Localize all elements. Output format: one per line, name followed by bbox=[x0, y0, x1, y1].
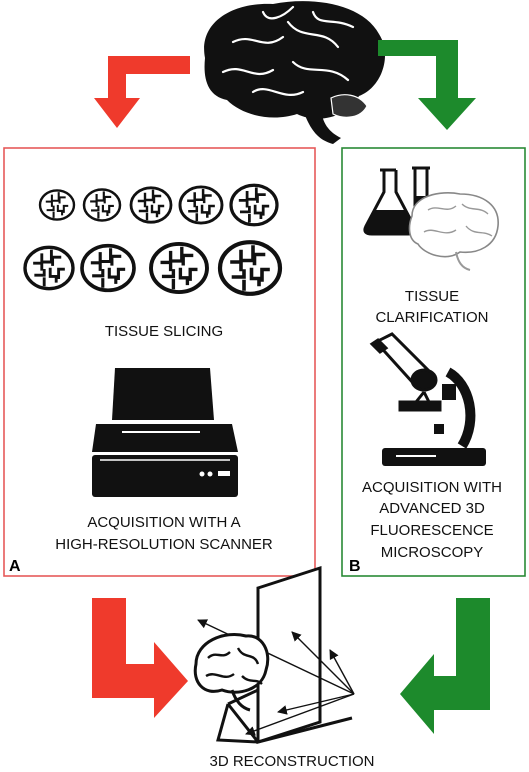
panel-b-frame bbox=[341, 147, 526, 577]
panel-b-step2-line4: MICROSCOPY bbox=[381, 544, 484, 561]
panel-a-step2-line2: HIGH-RESOLUTION SCANNER bbox=[55, 536, 273, 553]
panel-b-step2-line1: ACQUISITION WITH bbox=[362, 479, 502, 496]
clear-brain-icon bbox=[408, 192, 499, 271]
brain-slices-group bbox=[23, 183, 280, 295]
arrow-to-panel-a bbox=[94, 42, 190, 128]
brain-slice-icon bbox=[129, 186, 173, 224]
panel-a-letter: A bbox=[9, 558, 21, 575]
brain-slice-icon bbox=[23, 245, 75, 291]
lab-flask-icon bbox=[363, 168, 417, 236]
arrow-from-panel-a bbox=[92, 598, 188, 718]
panel-a-frame bbox=[3, 147, 316, 577]
brain-slice-icon bbox=[220, 242, 280, 294]
scanner-icon bbox=[92, 368, 238, 497]
brain-slice-icon bbox=[38, 189, 76, 221]
arrow-to-panel-b bbox=[378, 40, 476, 130]
result-label: 3D RECONSTRUCTION bbox=[209, 753, 374, 770]
panel-b-step1-line1: TISSUE bbox=[405, 288, 459, 305]
brain-slice-icon bbox=[149, 241, 209, 295]
3d-reconstruction-icon bbox=[193, 565, 355, 745]
panel-a-step2-line1: ACQUISITION WITH A bbox=[87, 514, 240, 531]
brain-slice-icon bbox=[82, 188, 122, 222]
panel-b-step1-line2: CLARIFICATION bbox=[375, 309, 488, 326]
microscope-icon bbox=[369, 332, 486, 466]
brain-slice-icon bbox=[80, 243, 136, 293]
brain-slice-icon bbox=[229, 183, 279, 227]
brain-icon bbox=[204, 1, 386, 144]
panel-b-letter: B bbox=[349, 558, 361, 575]
panel-b-step2-line3: FLUORESCENCE bbox=[370, 522, 493, 539]
panel-b-step2-line2: ADVANCED 3D bbox=[379, 500, 485, 517]
brain-slice-icon bbox=[178, 185, 224, 225]
panel-a-step1-label: TISSUE SLICING bbox=[105, 323, 223, 340]
arrow-from-panel-b bbox=[400, 598, 490, 734]
